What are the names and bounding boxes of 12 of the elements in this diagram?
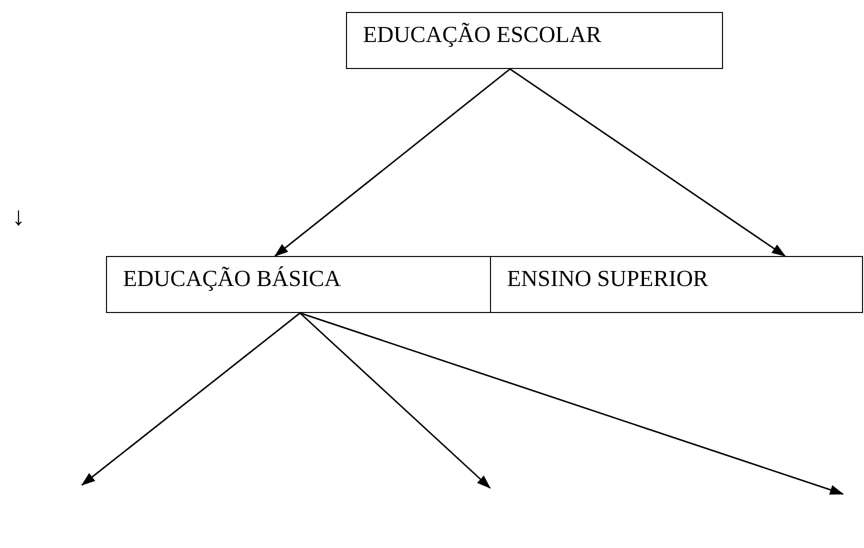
text-box: [346, 12, 723, 69]
arrow: [274, 68, 510, 257]
box-label: EDUCAÇÃO BÁSICA: [123, 266, 341, 291]
arrow: [300, 312, 844, 495]
box-label: EDUCAÇÃO ESCOLAR: [363, 22, 602, 47]
arrow: [81, 312, 300, 486]
box-label: ENSINO SUPERIOR: [507, 266, 708, 291]
direction-arrow: ↓: [12, 204, 25, 230]
arrow: [510, 68, 786, 257]
arrow: [300, 312, 491, 489]
text-box: [490, 256, 863, 313]
text-box: [106, 256, 491, 313]
